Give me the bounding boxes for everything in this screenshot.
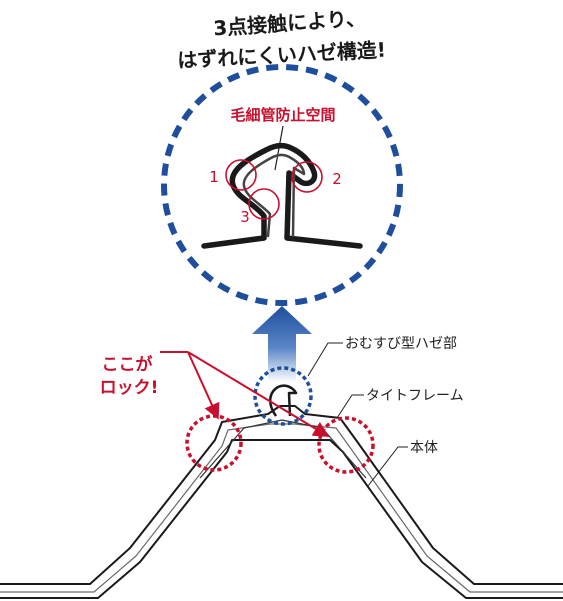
zoom-up-arrow bbox=[252, 306, 312, 382]
contact-point-1-circle bbox=[225, 159, 257, 191]
body-leader bbox=[367, 446, 408, 487]
magnification-circle bbox=[161, 64, 403, 306]
seam-detail bbox=[201, 142, 363, 249]
lock-arrow-right bbox=[187, 351, 330, 438]
panel-seam bbox=[269, 384, 298, 417]
title-line-1: 3点接触により、 bbox=[213, 6, 367, 41]
panel-body-bottom-line bbox=[0, 439, 563, 599]
seam-part-leader bbox=[307, 342, 343, 377]
panel-body-inner-line bbox=[0, 423, 563, 593]
contact-point-3-circle bbox=[248, 188, 280, 220]
contact-point-2-circle bbox=[291, 161, 323, 193]
contact-point-2-number: 2 bbox=[332, 170, 342, 188]
contact-point-3-number: 3 bbox=[240, 208, 250, 226]
lock-arrow-left bbox=[187, 351, 220, 420]
roof-panel bbox=[0, 384, 563, 599]
capillary-space-label: 毛細管防止空間 bbox=[230, 106, 335, 124]
body-label: 本体 bbox=[410, 440, 438, 456]
lock-label-line-1: ここが bbox=[102, 354, 153, 375]
contact-point-1-number: 1 bbox=[209, 168, 219, 186]
title-line-2: はずれにくいハゼ構造! bbox=[177, 38, 387, 73]
tight-frame-line bbox=[199, 419, 367, 479]
tight-frame-leader bbox=[336, 394, 364, 419]
seam-outer-sheet bbox=[201, 142, 363, 249]
panel-body-outline bbox=[0, 405, 563, 585]
seam-highlight-circle bbox=[253, 366, 313, 426]
lock-circle-right bbox=[317, 416, 375, 474]
seam-part-label: おむすび型ハゼ部 bbox=[345, 336, 457, 352]
tight-frame-label: タイトフレーム bbox=[366, 388, 464, 404]
lock-label-line-2: ロック! bbox=[100, 378, 159, 398]
